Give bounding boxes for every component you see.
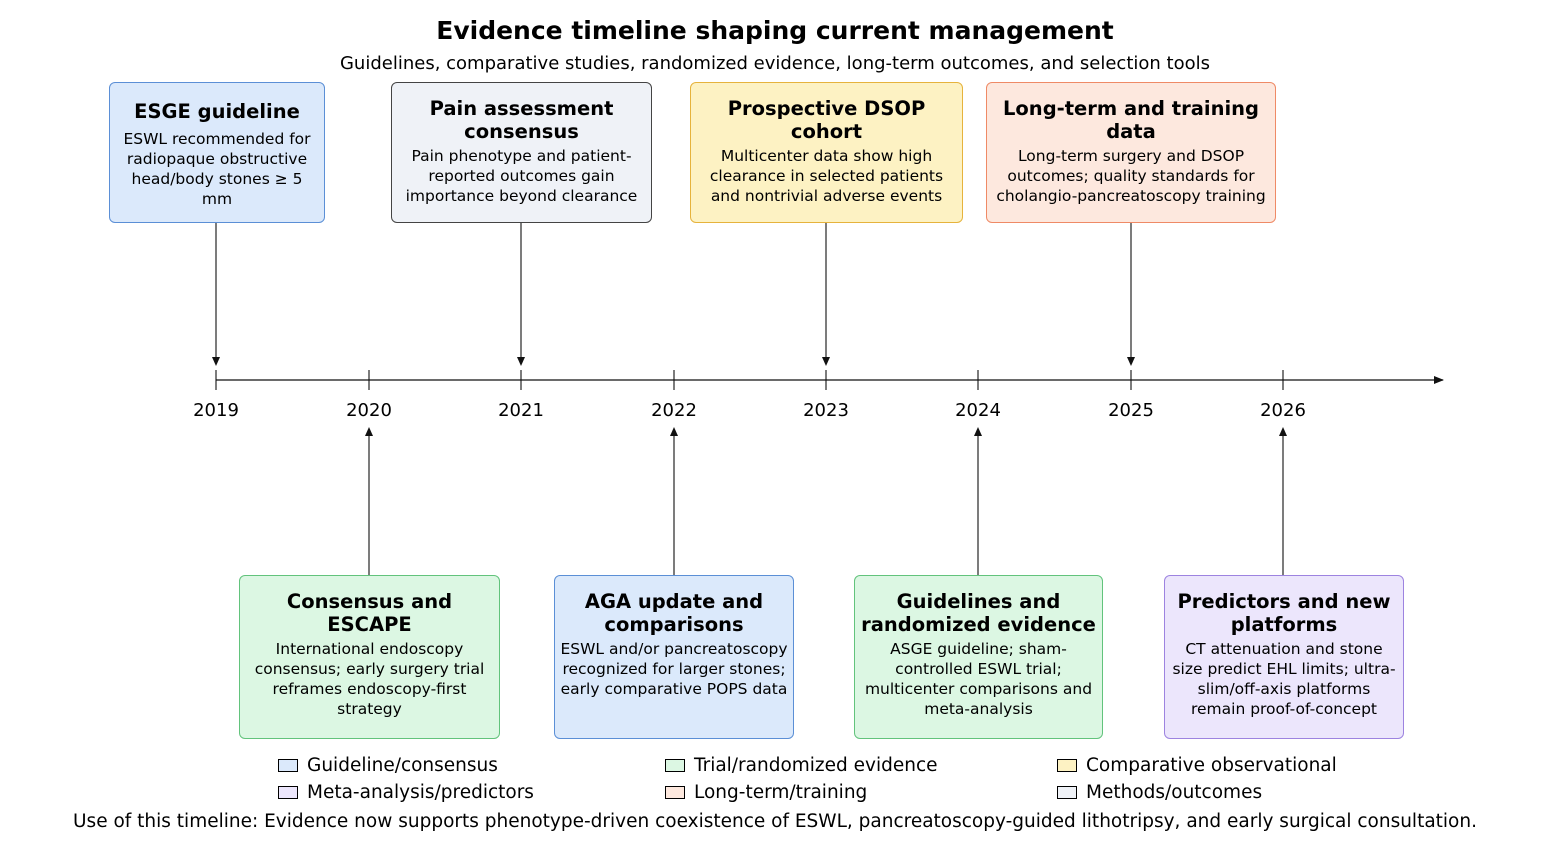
event-body: Pain phenotype and patient-reported outc… xyxy=(405,147,638,205)
event-box-2026: Predictors and new platforms CT attenuat… xyxy=(1164,575,1404,739)
year-label-2020: 2020 xyxy=(346,400,392,421)
legend-label: Guideline/consensus xyxy=(307,755,498,776)
event-body: Multicenter data show high clearance in … xyxy=(709,147,944,205)
year-label-2021: 2021 xyxy=(498,400,544,421)
event-box-2025: Long-term and training data Long-term su… xyxy=(986,82,1276,223)
connector-arrow-2023 xyxy=(822,357,830,366)
year-label-2022: 2022 xyxy=(651,400,697,421)
year-label-2026: 2026 xyxy=(1260,400,1306,421)
event-title: Prospective DSOP cohort xyxy=(727,97,926,143)
event-body: ASGE guideline; sham-controlled ESWL tri… xyxy=(864,640,1093,718)
page-title: Evidence timeline shaping current manage… xyxy=(436,16,1114,45)
year-label-2025: 2025 xyxy=(1108,400,1154,421)
legend-swatch xyxy=(1057,759,1077,772)
legend-swatch xyxy=(665,759,685,772)
legend-item-meta: Meta-analysis/predictors xyxy=(278,782,534,803)
legend-label: Trial/randomized evidence xyxy=(694,755,938,776)
connector-arrow-2022 xyxy=(670,427,678,436)
legend-swatch xyxy=(665,786,685,799)
legend-swatch xyxy=(278,759,298,772)
event-box-2024: Guidelines and randomized evidence ASGE … xyxy=(854,575,1103,739)
event-body: ESWL and/or pancreatoscopy recognized fo… xyxy=(560,640,788,698)
event-title: Pain assessment consensus xyxy=(429,97,614,143)
legend-item-guideline: Guideline/consensus xyxy=(278,755,498,776)
legend-label: Long-term/training xyxy=(694,782,868,803)
event-body: ESWL recommended for radiopaque obstruct… xyxy=(123,130,311,208)
event-title: Long-term and training data xyxy=(1002,97,1259,143)
legend-swatch xyxy=(1057,786,1077,799)
footer-note: Use of this timeline: Evidence now suppo… xyxy=(73,811,1477,832)
connector-arrow-2021 xyxy=(517,357,525,366)
event-title: Predictors and new platforms xyxy=(1177,590,1391,636)
event-title: AGA update and comparisons xyxy=(584,590,764,636)
year-label-2024: 2024 xyxy=(955,400,1001,421)
year-label-2023: 2023 xyxy=(803,400,849,421)
connector-arrow-2020 xyxy=(365,427,373,436)
legend-item-trial: Trial/randomized evidence xyxy=(665,755,938,776)
legend-label: Comparative observational xyxy=(1086,755,1337,776)
event-box-2022: AGA update and comparisons ESWL and/or p… xyxy=(554,575,794,739)
event-box-2023: Prospective DSOP cohort Multicenter data… xyxy=(690,82,963,223)
connector-arrow-2025 xyxy=(1127,357,1135,366)
event-body: CT attenuation and stone size predict EH… xyxy=(1172,640,1396,718)
legend-item-methods: Methods/outcomes xyxy=(1057,782,1262,803)
event-body: Long-term surgery and DSOP outcomes; qua… xyxy=(996,147,1266,205)
event-box-2021: Pain assessment consensus Pain phenotype… xyxy=(391,82,652,223)
legend-swatch xyxy=(278,786,298,799)
legend-label: Meta-analysis/predictors xyxy=(307,782,534,803)
event-box-2020: Consensus and ESCAPE International endos… xyxy=(239,575,500,739)
legend-item-longterm: Long-term/training xyxy=(665,782,867,803)
connector-arrow-2019 xyxy=(212,357,220,366)
event-title: Guidelines and randomized evidence xyxy=(861,590,1096,636)
connector-arrow-2024 xyxy=(974,427,982,436)
event-body: International endoscopy consensus; early… xyxy=(254,640,485,718)
event-title: Consensus and ESCAPE xyxy=(286,590,453,636)
event-box-2019: ESGE guideline ESWL recommended for radi… xyxy=(109,82,325,223)
page-subtitle: Guidelines, comparative studies, randomi… xyxy=(339,53,1210,74)
event-title: ESGE guideline xyxy=(134,100,300,123)
year-label-2019: 2019 xyxy=(193,400,239,421)
connector-arrow-2026 xyxy=(1279,427,1287,436)
legend-item-comparative: Comparative observational xyxy=(1057,755,1337,776)
legend-label: Methods/outcomes xyxy=(1086,782,1263,803)
